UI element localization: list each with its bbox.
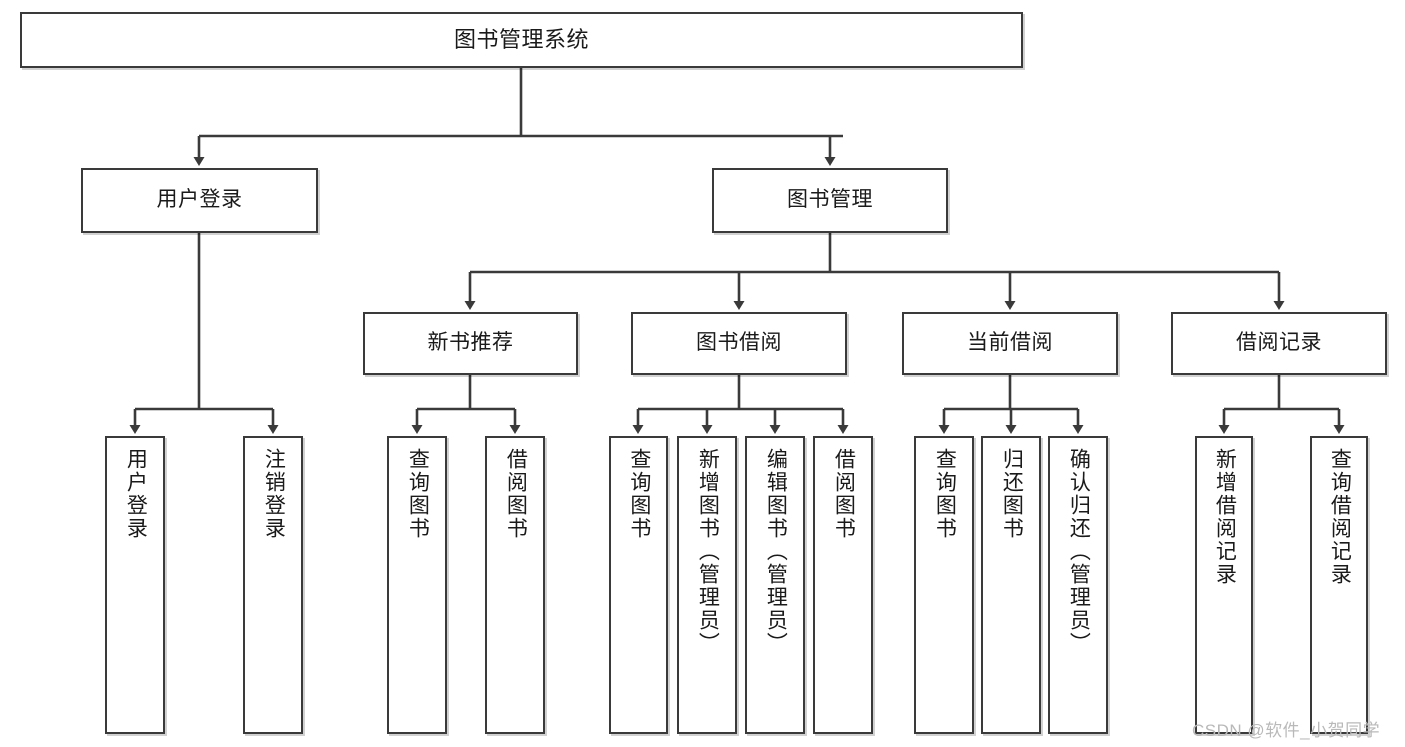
node-label: 当前借阅 [967,331,1053,355]
node-leaf-logout[interactable]: 注销登录 [243,436,303,734]
node-label: 借阅图书 [504,448,528,540]
node-leaf-query-book-borrow[interactable]: 查询图书 [609,436,668,734]
node-borrow-record[interactable]: 借阅记录 [1171,312,1387,375]
node-label: 归还图书 [1000,448,1024,540]
node-leaf-add-borrow-record[interactable]: 新增借阅记录 [1195,436,1253,734]
node-label: 借阅图书 [832,448,856,540]
node-label: 查询借阅记录 [1328,448,1352,586]
node-label: 图书借阅 [696,331,782,355]
node-label: 注销登录 [262,448,286,540]
node-label: 图书管理系统 [453,27,589,53]
node-leaf-add-book-admin[interactable]: 新增图书（管理员） [677,436,737,734]
node-label: 新增借阅记录 [1213,448,1237,586]
node-leaf-query-borrow-record[interactable]: 查询借阅记录 [1310,436,1368,734]
node-label: 编辑图书（管理员） [764,448,788,655]
node-leaf-edit-book-admin[interactable]: 编辑图书（管理员） [745,436,805,734]
node-leaf-return-book[interactable]: 归还图书 [981,436,1041,734]
node-label: 查询图书 [406,448,430,540]
node-label: 确认归还（管理员） [1067,448,1091,655]
node-label: 用户登录 [156,188,243,212]
node-leaf-user-login[interactable]: 用户登录 [105,436,165,734]
node-leaf-borrow-book-recommend[interactable]: 借阅图书 [485,436,545,734]
node-label: 查询图书 [627,448,651,540]
node-label: 用户登录 [124,448,148,540]
node-book-borrow[interactable]: 图书借阅 [631,312,847,375]
node-label: 借阅记录 [1236,331,1322,355]
node-label: 查询图书 [933,448,957,540]
node-new-book-recommend[interactable]: 新书推荐 [363,312,578,375]
node-leaf-query-book-current[interactable]: 查询图书 [914,436,974,734]
node-leaf-query-book-recommend[interactable]: 查询图书 [387,436,447,734]
node-leaf-confirm-return-admin[interactable]: 确认归还（管理员） [1048,436,1108,734]
node-system-root[interactable]: 图书管理系统 [20,12,1023,68]
node-book-manage[interactable]: 图书管理 [712,168,948,233]
node-label: 新书推荐 [427,331,514,355]
node-user-login[interactable]: 用户登录 [81,168,318,233]
node-leaf-borrow-book[interactable]: 借阅图书 [813,436,873,734]
node-label: 新增图书（管理员） [696,448,720,655]
node-label: 图书管理 [787,188,873,212]
watermark-text: CSDN @软件_小贺同学 [1192,721,1381,740]
node-current-borrow[interactable]: 当前借阅 [902,312,1118,375]
